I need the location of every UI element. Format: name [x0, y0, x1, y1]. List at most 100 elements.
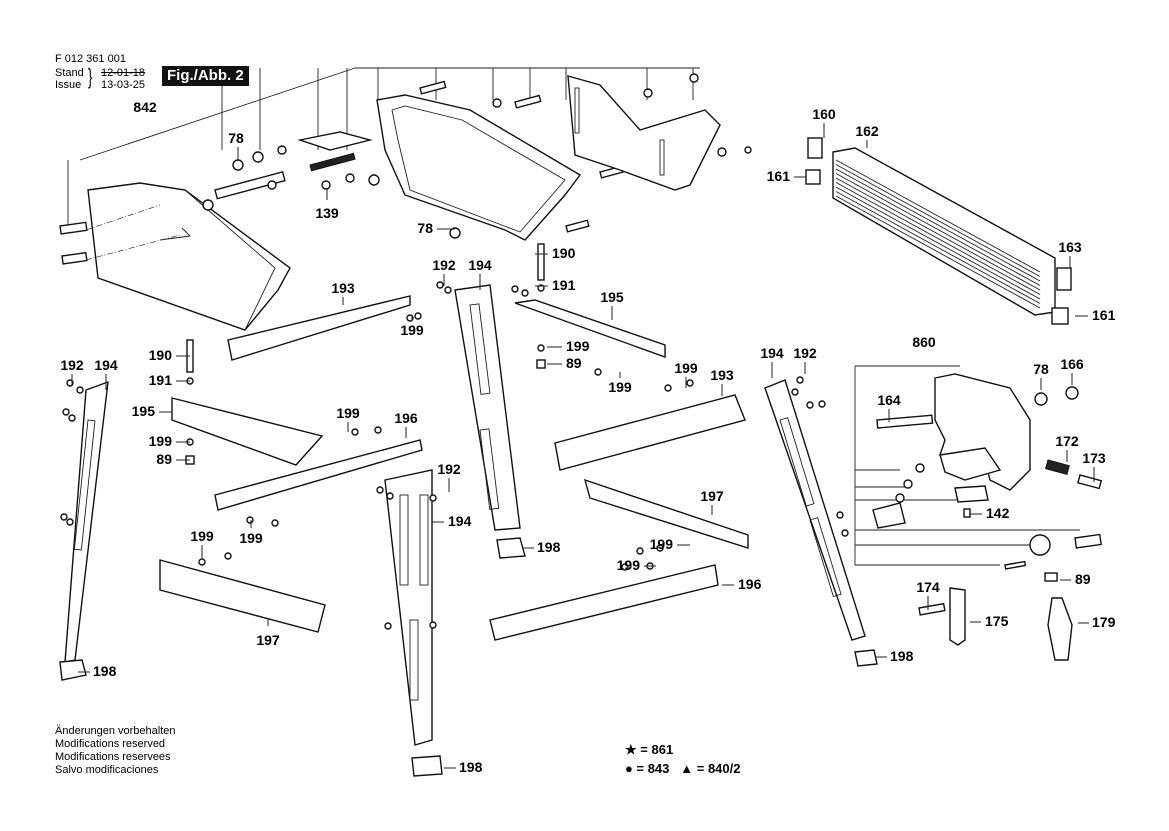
leg-slot [419, 494, 429, 586]
callout-175: 175 [985, 613, 1009, 629]
circle-icon: ● [625, 761, 633, 776]
bolt-190-center [537, 243, 545, 281]
fence-groove [835, 177, 1041, 291]
end-cap-161-top [805, 169, 821, 185]
rail-195-center [514, 299, 666, 358]
nut [903, 479, 913, 489]
callout-842: 842 [133, 99, 157, 115]
pin [1074, 533, 1102, 549]
legend-star-row: ★ = 861 [625, 740, 740, 759]
foot-198-center [411, 755, 443, 777]
callout-161b: 161 [1092, 307, 1116, 323]
callout-199h: 199 [239, 530, 263, 546]
callout-194a: 194 [468, 257, 492, 273]
leader-lines [71, 123, 1095, 769]
note-es: Salvo modificaciones [55, 764, 159, 776]
washer-199 [537, 344, 545, 352]
pin-small [1004, 560, 1027, 570]
callout-199i: 199 [650, 536, 674, 552]
brace-symbol: } [88, 64, 93, 89]
screw-head [744, 146, 752, 154]
figure-label: Fig./Abb. 2 [162, 66, 249, 86]
pad [954, 485, 989, 503]
rail-193-right [554, 394, 746, 471]
callout-89c: 89 [1075, 571, 1091, 587]
callout-78a: 78 [228, 130, 244, 146]
callout-139: 139 [315, 205, 339, 221]
stand-label: Stand [55, 67, 84, 79]
parts-layer [59, 67, 1103, 777]
left-blade-guard [87, 182, 291, 331]
fastener [66, 518, 74, 526]
leg-slot [809, 517, 842, 598]
fence-groove [835, 195, 1041, 309]
washer-78 [232, 159, 244, 171]
fastener [511, 285, 519, 293]
screw [915, 463, 925, 473]
leg-194-center-top [454, 284, 521, 531]
spring [309, 152, 356, 172]
screw-left-b [61, 251, 88, 265]
foot-198-right [854, 649, 878, 667]
rail-196-lower [489, 564, 719, 641]
callout-198d: 198 [890, 648, 914, 664]
callout-163: 163 [1058, 239, 1082, 255]
handle-179 [1047, 597, 1073, 661]
fastener [376, 486, 384, 494]
slot [659, 139, 665, 176]
screw-left-a [59, 221, 88, 235]
spring-172 [1045, 459, 1070, 475]
fastener [836, 511, 844, 519]
lever-175 [949, 587, 966, 646]
screw-head [492, 98, 502, 108]
fence-groove [835, 159, 1041, 273]
fastener [224, 552, 232, 560]
slot [574, 87, 580, 134]
fence-groove [835, 182, 1041, 295]
screw-head [689, 73, 699, 83]
rail-197-lower [159, 559, 326, 633]
washer [252, 151, 264, 163]
pin-174 [918, 602, 946, 616]
fastener [521, 289, 529, 297]
callout-199g: 199 [190, 528, 214, 544]
foot-198-left [59, 659, 87, 681]
fastener [436, 281, 444, 289]
fastener [656, 544, 664, 552]
callout-190b: 190 [149, 347, 173, 363]
rip-fence-rail [832, 147, 1056, 316]
issue-date: 13-03-25 [101, 79, 146, 91]
callout-160: 160 [812, 106, 836, 122]
fastener [806, 401, 814, 409]
fastener [796, 376, 804, 384]
washer-78b [449, 227, 461, 239]
bracket-842-top [79, 67, 356, 161]
note-fr: Modifications reservees [55, 751, 171, 763]
note-en: Modifications reserved [55, 738, 166, 750]
fastener [76, 386, 84, 394]
callout-192a: 192 [432, 257, 456, 273]
rail-196-upper [214, 439, 423, 511]
fastener [429, 621, 437, 629]
fastener [636, 547, 644, 555]
callout-193b: 193 [710, 367, 734, 383]
callout-198a: 198 [93, 663, 117, 679]
eccentric-cam [1029, 534, 1051, 556]
legend-circle-text: = 843 [636, 761, 670, 776]
screw [514, 94, 542, 109]
end-cap-161-bottom [1051, 307, 1069, 325]
fastener [686, 379, 694, 387]
fastener [246, 516, 254, 524]
callout-193a: 193 [331, 280, 355, 296]
callout-161a: 161 [767, 168, 791, 184]
legend-star-text: = 861 [640, 742, 674, 757]
fastener [351, 428, 359, 436]
screw-head [267, 180, 277, 190]
leg-slot [779, 417, 815, 507]
callout-172: 172 [1055, 433, 1079, 449]
rail-193-top-left [227, 295, 411, 361]
fastener [60, 513, 68, 521]
callout-162: 162 [855, 123, 879, 139]
rail-197-right [583, 478, 749, 549]
leg-slot [479, 428, 500, 510]
